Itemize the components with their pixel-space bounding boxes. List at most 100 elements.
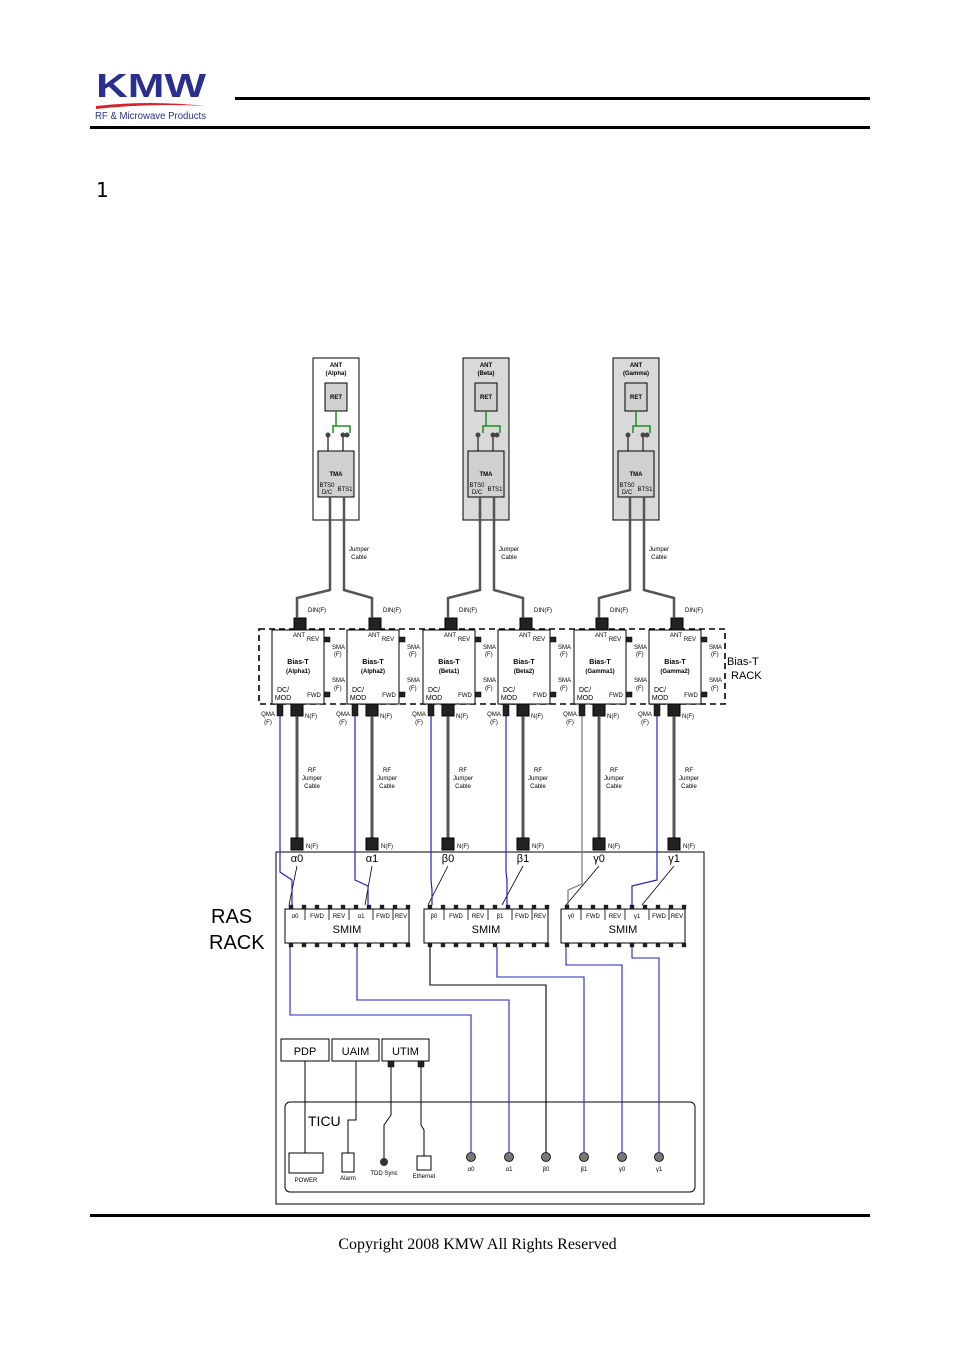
nf-label: N(F): [305, 714, 317, 720]
ret-control-cable: [332, 425, 351, 433]
dc-port-label: MOD: [577, 695, 593, 702]
ant-port-label: ANT: [670, 633, 682, 639]
rf-jumper-label: RF: [534, 768, 542, 774]
sma-label: (F): [334, 686, 342, 692]
sma-label: (F): [711, 652, 719, 658]
smim-pin: [518, 904, 524, 910]
smim-port-label: γ1: [634, 914, 641, 920]
sma-connector: [398, 636, 406, 643]
rf-jumper-label: Cable: [455, 784, 471, 790]
smim-pin: [466, 904, 472, 910]
tma-connector: [340, 432, 346, 438]
rf-jumper-label: Jumper: [604, 776, 624, 782]
din-connector: [519, 617, 533, 631]
sma-label: (F): [636, 652, 644, 658]
rack-nf-label: N(F): [381, 844, 393, 850]
sma-connector: [474, 636, 482, 643]
nf-connector: [441, 703, 455, 717]
nf-connector: [290, 703, 304, 717]
rack-nf-label: N(F): [306, 844, 318, 850]
smim-label: SMIM: [609, 924, 638, 936]
sma-label: (F): [334, 652, 342, 658]
ant-port-label: ANT: [293, 633, 305, 639]
section-number: 1: [96, 178, 109, 202]
smim-pin: [492, 942, 498, 948]
rf-jumper-label: Jumper: [377, 776, 397, 782]
tma-port-bts0: BTS0: [619, 483, 635, 489]
smim-port-label: REV: [671, 914, 683, 920]
tma-connector: [490, 432, 496, 438]
bias-t-id: (Gamma2): [660, 669, 689, 675]
rack-port-label: α0: [291, 853, 303, 865]
smim-pin: [288, 904, 294, 910]
smim-pin: [427, 942, 433, 948]
rf-jumper-label: RF: [459, 768, 467, 774]
smim-port-label: REV: [472, 914, 484, 920]
rack-nf-label: N(F): [532, 844, 544, 850]
jumper-cable: [597, 497, 632, 618]
logo-swoosh: [96, 103, 206, 109]
sma-label: SMA: [558, 678, 571, 684]
din-connector: [368, 617, 382, 631]
din-label: DIN(F): [610, 608, 628, 614]
sma-label: SMA: [709, 645, 722, 651]
smim-pin: [590, 942, 596, 948]
ticu-sector-port: [617, 1152, 627, 1162]
smim-pin: [466, 942, 472, 948]
dc-port-label: MOD: [501, 695, 517, 702]
smim-to-ticu-cable: [565, 947, 623, 1153]
header-rule-bottom: [90, 126, 870, 129]
sma-label: SMA: [634, 678, 647, 684]
smim-pin: [577, 942, 583, 948]
ticu-sector-port: [654, 1152, 664, 1162]
tma-label: TMA: [330, 472, 344, 478]
sma-connector: [323, 636, 331, 643]
sma-label: (F): [409, 652, 417, 658]
ethernet-wire: [420, 1067, 425, 1156]
jumper-cable-label: Jumper: [649, 547, 669, 553]
sma-connector: [323, 691, 331, 698]
smim-port-label: α1: [358, 914, 365, 920]
rf-jumper-label: RF: [610, 768, 618, 774]
tma-box: [467, 450, 505, 498]
fwd-port-label: FWD: [382, 693, 396, 699]
sma-label: SMA: [709, 678, 722, 684]
jumper-cable-label: Jumper: [349, 547, 369, 553]
smim-pin: [453, 942, 459, 948]
sma-label: (F): [485, 686, 493, 692]
smim-label: SMIM: [333, 924, 362, 936]
ticu-sector-port: [466, 1152, 476, 1162]
rack-port-label: α1: [366, 853, 378, 865]
jumper-cable: [446, 497, 482, 618]
rack-port-label: γ0: [593, 853, 605, 865]
smim-pin: [642, 942, 648, 948]
rf-jumper-label: Jumper: [679, 776, 699, 782]
ticu-sector-port-label: α0: [468, 1167, 475, 1173]
smim-pin: [564, 904, 570, 910]
tma-box: [617, 450, 655, 498]
smim-pin: [301, 942, 307, 948]
bias-t-unit: [573, 629, 627, 705]
bias-t-id: (Gamma1): [585, 669, 614, 675]
rev-port-label: REV: [458, 637, 470, 643]
ret-control-cable: [632, 425, 651, 433]
dc-mod-cable: [430, 716, 433, 905]
smim-pin: [655, 942, 661, 948]
ret-label: RET: [330, 395, 342, 401]
smim-pin: [327, 904, 333, 910]
smim-label: SMIM: [472, 924, 501, 936]
rack-to-smim-wire: [565, 865, 600, 906]
rack-nf-connector: [592, 837, 606, 851]
tma-port-bts1: BTS1: [637, 487, 653, 493]
rev-port-label: REV: [307, 637, 319, 643]
dc-mod-cable: [354, 716, 369, 905]
smim-module: [423, 908, 549, 944]
smim-pin: [544, 904, 550, 910]
ticu-sector-port-label: γ0: [619, 1167, 626, 1173]
bias-t-name: Bias-T: [287, 659, 309, 666]
ticu-sector-port-label: β0: [543, 1167, 550, 1173]
smim-pin: [453, 904, 459, 910]
nf-connector: [592, 703, 606, 717]
smim-port-label: FWD: [310, 914, 324, 920]
bias-t-name: Bias-T: [589, 659, 611, 666]
